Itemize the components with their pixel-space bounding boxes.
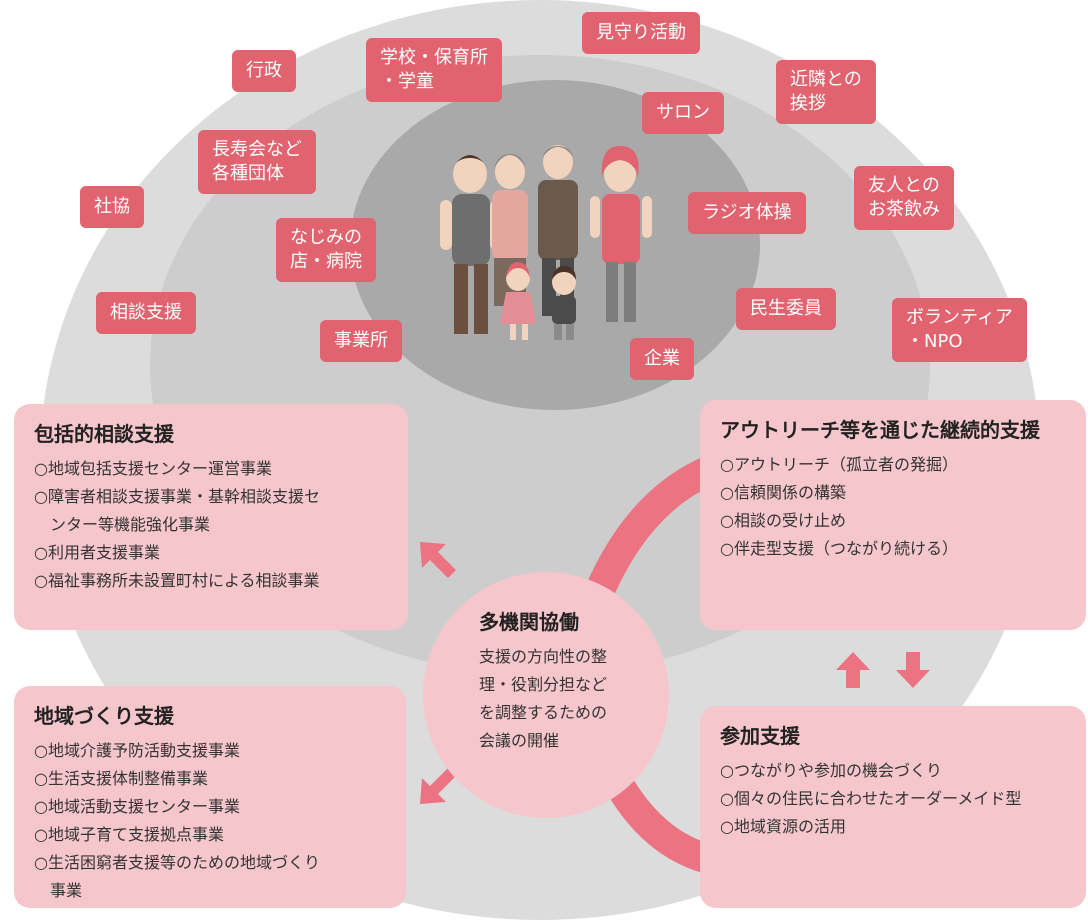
list-item: ○地域子育て支援拠点事業 [34,825,224,844]
tag-kinrin-line2: 挨拶 [790,93,826,114]
center-line: 支援の方向性の整 [479,647,608,666]
panel-community-title: 地域づくり支援 [34,704,174,728]
panel-community-list: ○地域介護予防活動支援事業 ○生活支援体制整備事業 ○地域活動支援センター事業 … [34,737,386,905]
tag-mimamori: 見守り活動 [582,12,700,54]
tag-school-line1: 学校・保育所 [380,47,488,68]
list-item: ○地域包括支援センター運営事業 [34,459,272,478]
panel-outreach-list: ○アウトリーチ（孤立者の発掘） ○信頼関係の構築 ○相談の受け止め ○伴走型支援… [720,451,1066,563]
list-item: ○生活支援体制整備事業 [34,769,208,788]
list-item: ○生活困窮者支援等のための地域づくり [34,853,320,872]
center-multi-agency-circle: 多機関協働 支援の方向性の整 理・役割分担など を調整するための 会議の開催 [423,572,669,818]
list-item: ○アウトリーチ（孤立者の発掘） [720,455,958,474]
list-item: 事業 [50,881,83,900]
girl-figure [500,262,536,340]
upper-arc [586,456,717,597]
tag-yujin: 友人との お茶飲み [854,166,954,230]
tag-kinrin-line1: 近隣との [790,69,862,90]
tag-chojukai-line1: 長寿会など [212,139,302,160]
center-description: 支援の方向性の整 理・役割分担など を調整するための 会議の開催 [479,643,669,755]
center-title: 多機関協働 [479,610,579,634]
tag-najimi: なじみの 店・病院 [276,218,376,282]
boy-figure [552,266,576,340]
list-item: ○障害者相談支援事業・基幹相談支援セ [34,487,320,506]
tag-chojukai-line2: 各種団体 [212,163,284,184]
tag-chojukai: 長寿会など 各種団体 [198,130,316,194]
tag-volunteer-line1: ボランティア [906,307,1013,328]
center-line: 理・役割分担など [479,675,608,694]
mother-figure [590,146,652,322]
arrow-to-comprehensive [420,542,456,578]
center-line: 会議の開催 [479,731,560,750]
tag-volunteer: ボランティア ・NPO [892,298,1027,362]
tag-salon: サロン [642,92,724,134]
list-item: ○伴走型支援（つながり続ける） [720,539,958,558]
list-item: ○信頼関係の構築 [720,483,846,502]
arrow-down [896,652,930,688]
panel-comprehensive-title: 包括的相談支援 [34,422,174,446]
panel-comprehensive-list: ○地域包括支援センター運営事業 ○障害者相談支援事業・基幹相談支援セ ンター等機… [34,455,388,595]
list-item: ○地域介護予防活動支援事業 [34,741,240,760]
list-item: ○地域資源の活用 [720,817,846,836]
tag-sodan: 相談支援 [96,292,196,334]
family-illustration [440,145,652,340]
tag-shakyo: 社協 [80,186,144,228]
tag-school-line2: ・学童 [380,71,434,92]
tag-jigyosho: 事業所 [320,320,402,362]
tag-najimi-line1: なじみの [290,227,362,248]
tag-school: 学校・保育所 ・学童 [366,38,502,102]
tag-volunteer-line2: ・NPO [906,331,963,352]
tag-yujin-line2: お茶飲み [868,199,940,220]
panel-participation-title: 参加支援 [720,724,800,748]
list-item: ○地域活動支援センター事業 [34,797,240,816]
tag-kigyo: 企業 [630,338,694,380]
tag-kinrin: 近隣との 挨拶 [776,60,876,124]
tag-najimi-line2: 店・病院 [290,251,362,272]
list-item: ○福祉事務所未設置町村による相談事業 [34,571,320,590]
tag-radio: ラジオ体操 [688,192,806,234]
list-item: ○利用者支援事業 [34,543,160,562]
panel-participation-list: ○つながりや参加の機会づくり ○個々の住民に合わせたオーダーメイド型 ○地域資源… [720,757,1066,841]
father-figure [440,155,502,334]
center-line: を調整するための [479,703,608,722]
tag-yujin-line1: 友人との [868,175,940,196]
list-item: ○個々の住民に合わせたオーダーメイド型 [720,789,1022,808]
panel-outreach-title: アウトリーチ等を通じた継続的支援 [720,418,1040,442]
tag-gyosei: 行政 [232,50,296,92]
panel-comprehensive-consultation: 包括的相談支援 ○地域包括支援センター運営事業 ○障害者相談支援事業・基幹相談支… [14,404,408,630]
arrow-up [836,652,870,688]
tag-minsei: 民生委員 [736,288,836,330]
panel-community-building: 地域づくり支援 ○地域介護予防活動支援事業 ○生活支援体制整備事業 ○地域活動支… [14,686,406,908]
list-item: ンター等機能強化事業 [50,515,211,534]
list-item: ○つながりや参加の機会づくり [720,761,942,780]
panel-outreach-support: アウトリーチ等を通じた継続的支援 ○アウトリーチ（孤立者の発掘） ○信頼関係の構… [700,400,1086,630]
panel-participation-support: 参加支援 ○つながりや参加の機会づくり ○個々の住民に合わせたオーダーメイド型 … [700,706,1086,908]
list-item: ○相談の受け止め [720,511,846,530]
arrow-to-community [420,768,456,804]
